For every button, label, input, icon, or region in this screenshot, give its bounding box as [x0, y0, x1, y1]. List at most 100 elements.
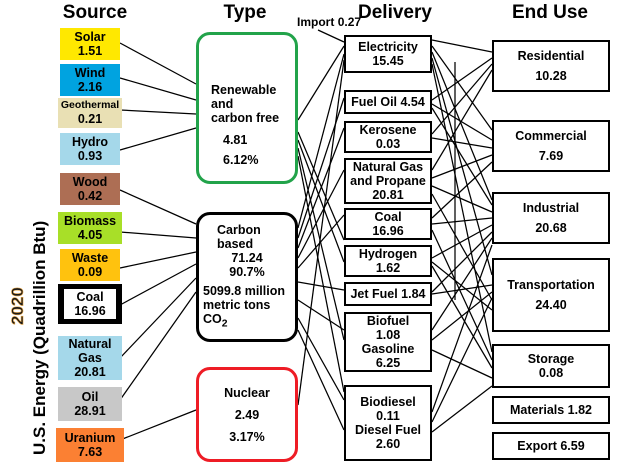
delivery-label-gasoline: Gasoline [361, 342, 415, 356]
enduse-node-industrial[interactable]: Industrial 20.68 [492, 192, 610, 244]
enduse-label-residential: Residential [517, 49, 585, 63]
enduse-label-materials: Materials 1.82 [510, 403, 592, 417]
delivery-value-natgas: 20.81 [372, 188, 404, 202]
type-carbon-note1: 5099.8 million [203, 284, 285, 299]
source-value-solar: 1.51 [77, 44, 103, 58]
delivery-label-jet-fuel: Jet Fuel 1.84 [350, 287, 426, 301]
type-carbon-percent: 90.7% [229, 265, 265, 280]
delivery-label-electricity: Electricity [358, 40, 418, 54]
delivery-node-electricity[interactable]: Electricity 15.45 [344, 35, 432, 73]
delivery-value-hydrogen: 1.62 [375, 261, 401, 275]
type-nuclear-label: Nuclear [224, 385, 270, 400]
enduse-node-transportation[interactable]: Transportation 24.40 [492, 258, 610, 332]
delivery-label-natgas-1: Natural Gas [352, 160, 424, 174]
source-value-coal: 16.96 [74, 304, 106, 318]
source-node-uranium[interactable]: Uranium 7.63 [56, 428, 124, 462]
enduse-node-materials[interactable]: Materials 1.82 [492, 396, 610, 424]
source-label-solar: Solar [74, 30, 106, 44]
source-node-wood[interactable]: Wood 0.42 [60, 173, 120, 205]
type-carbon-line1: Carbon [217, 223, 261, 238]
source-label-oil: Oil [81, 390, 99, 404]
type-nuclear-percent: 3.17% [229, 429, 265, 444]
source-label-wood: Wood [72, 175, 108, 189]
delivery-label-fuel-oil: Fuel Oil 4.54 [351, 95, 425, 109]
source-label-uranium: Uranium [64, 431, 116, 445]
enduse-label-storage: Storage [527, 352, 575, 366]
source-value-waste: 0.09 [77, 265, 103, 279]
source-label-wind: Wind [74, 66, 106, 80]
source-node-hydro[interactable]: Hydro 0.93 [60, 133, 120, 165]
delivery-value-electricity: 15.45 [372, 54, 404, 68]
source-label-natural-gas-1: Natural [68, 337, 112, 351]
source-node-oil[interactable]: Oil 28.91 [58, 387, 122, 421]
source-value-oil: 28.91 [74, 404, 106, 418]
delivery-label-coal: Coal [374, 210, 402, 224]
delivery-label-kerosene: Kerosene [359, 123, 417, 137]
type-carbon-co2-sub: 2 [221, 318, 228, 330]
enduse-label-transportation: Transportation [507, 278, 595, 292]
type-renewable-line3: carbon free [211, 111, 280, 125]
delivery-node-biodiesel-diesel[interactable]: Biodiesel 0.11 Diesel Fuel 2.60 [344, 385, 432, 461]
source-node-coal-inner: Coal 16.96 [63, 288, 117, 320]
enduse-value-transportation: 24.40 [535, 298, 567, 312]
enduse-value-industrial: 20.68 [535, 221, 567, 235]
delivery-value-biodiesel: 0.11 [376, 409, 400, 423]
delivery-label-natgas-2: and Propane [350, 174, 426, 188]
column-header-type: Type [223, 2, 267, 23]
enduse-label-commercial: Commercial [515, 129, 587, 143]
source-node-coal[interactable]: Coal 16.96 [58, 284, 122, 324]
delivery-node-fuel-oil[interactable]: Fuel Oil 4.54 [344, 90, 432, 114]
source-node-wind[interactable]: Wind 2.16 [60, 64, 120, 96]
type-renewable-percent: 6.12% [223, 153, 259, 167]
source-label-geothermal: Geothermal [60, 99, 120, 112]
enduse-value-commercial: 7.69 [538, 149, 564, 163]
enduse-label-export: Export 6.59 [517, 439, 585, 453]
column-header-source: Source [62, 2, 128, 23]
source-node-biomass[interactable]: Biomass 4.05 [58, 212, 122, 244]
source-node-waste[interactable]: Waste 0.09 [60, 249, 120, 281]
source-label-coal: Coal [76, 290, 104, 304]
type-renewable-value: 4.81 [223, 133, 248, 147]
delivery-value-gasoline: 6.25 [375, 356, 401, 370]
source-node-natural-gas[interactable]: Natural Gas 20.81 [58, 336, 122, 380]
source-node-geothermal[interactable]: Geothermal 0.21 [58, 98, 122, 128]
source-value-uranium: 7.63 [77, 445, 103, 459]
type-carbon-value: 71.24 [231, 251, 263, 266]
source-label-natural-gas-2: Gas [78, 351, 102, 365]
column-header-enduse: End Use [511, 2, 589, 23]
type-node-renewable[interactable]: Renewable and carbon free 4.81 6.12% [196, 32, 298, 184]
enduse-node-residential[interactable]: Residential 10.28 [492, 40, 610, 92]
import-label-text: Import [297, 15, 335, 29]
import-label-value: 0.27 [337, 15, 362, 29]
source-label-hydro: Hydro [71, 135, 109, 149]
type-renewable-line2: and [211, 97, 234, 111]
delivery-node-jet-fuel[interactable]: Jet Fuel 1.84 [344, 282, 432, 306]
delivery-node-natural-gas-propane[interactable]: Natural Gas and Propane 20.81 [344, 158, 432, 204]
delivery-node-biofuel-gasoline[interactable]: Biofuel 1.08 Gasoline 6.25 [344, 312, 432, 372]
type-carbon-co2-text: CO [203, 312, 222, 327]
type-carbon-note2: metric tons [203, 298, 271, 313]
source-value-hydro: 0.93 [77, 149, 103, 163]
enduse-value-storage: 0.08 [538, 366, 564, 380]
source-value-wood: 0.42 [77, 189, 103, 203]
type-carbon-note3: CO2 [203, 312, 228, 330]
source-value-geothermal: 0.21 [77, 111, 103, 126]
source-value-biomass: 4.05 [77, 228, 103, 242]
axis-year-label: 2020 [8, 287, 28, 325]
type-node-nuclear[interactable]: Nuclear 2.49 3.17% [196, 367, 298, 462]
delivery-node-coal[interactable]: Coal 16.96 [344, 208, 432, 240]
type-carbon-line2: based [217, 237, 254, 252]
enduse-node-export[interactable]: Export 6.59 [492, 432, 610, 460]
source-node-solar[interactable]: Solar 1.51 [60, 28, 120, 60]
delivery-node-hydrogen[interactable]: Hydrogen 1.62 [344, 245, 432, 277]
import-label: Import 0.27 [297, 15, 362, 29]
type-renewable-line1: Renewable [211, 83, 277, 97]
type-node-carbon[interactable]: Carbon based 71.24 90.7% 5099.8 million … [196, 212, 298, 342]
axis-units-label: U.S. Energy (Quadrillion Btu) [30, 220, 49, 455]
delivery-node-kerosene[interactable]: Kerosene 0.03 [344, 121, 432, 153]
type-nuclear-value: 2.49 [234, 407, 260, 422]
enduse-node-commercial[interactable]: Commercial 7.69 [492, 120, 610, 172]
enduse-node-storage[interactable]: Storage 0.08 [492, 344, 610, 388]
source-value-natural-gas: 20.81 [74, 365, 106, 379]
